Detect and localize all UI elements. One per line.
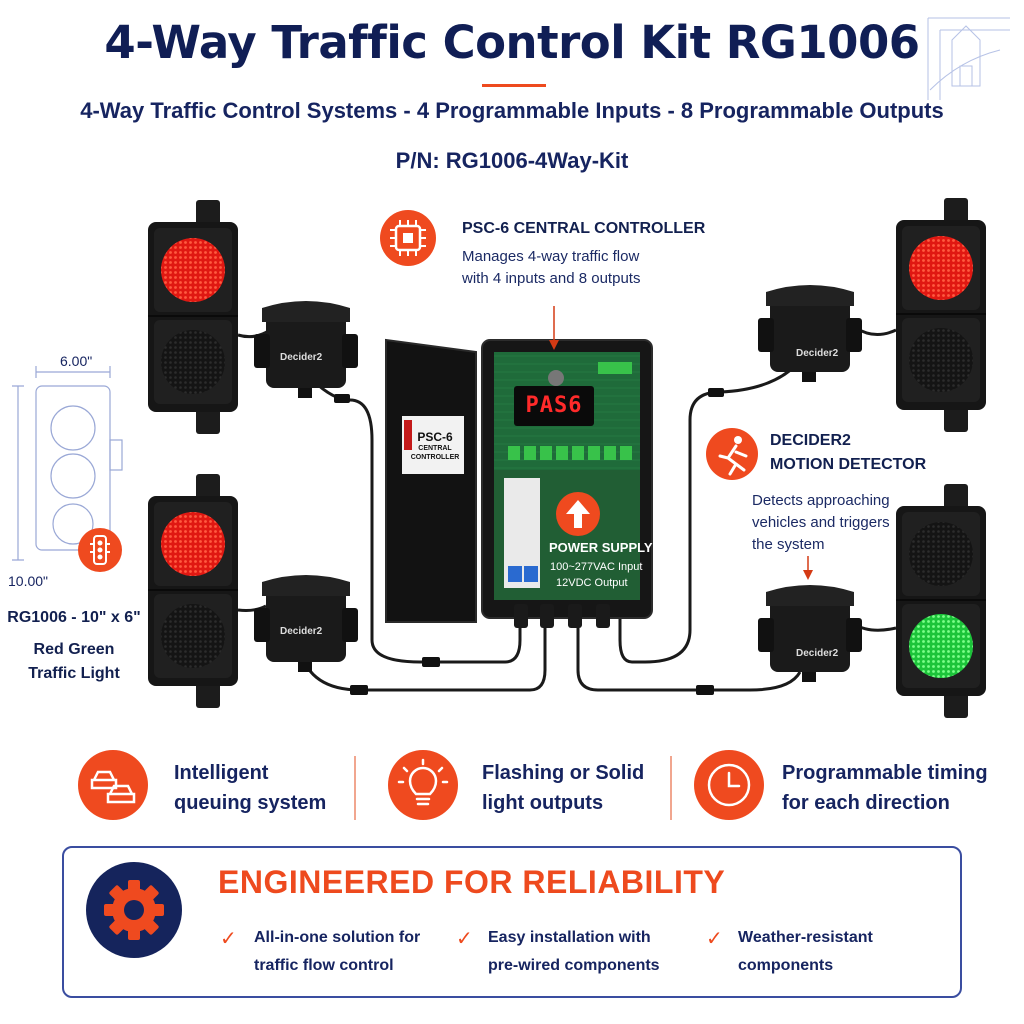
power-supply-input: 100~277VAC Input bbox=[550, 561, 643, 573]
detector-callout-line2: vehicles and triggers bbox=[752, 514, 890, 531]
dimension-width: 6.00" bbox=[60, 353, 93, 369]
reliability-item-1-line1: All-in-one solution for bbox=[254, 929, 421, 946]
detector-label-top-left: Decider2 bbox=[280, 352, 323, 363]
product-label-line3: Traffic Light bbox=[28, 665, 120, 682]
traffic-light-top-right bbox=[895, 197, 987, 433]
feature-divider bbox=[670, 756, 672, 820]
page-title: 4-Way Traffic Control Kit RG1006 bbox=[104, 16, 920, 69]
reliability-item-1-line2: traffic flow control bbox=[254, 957, 394, 974]
detector-label-top-right: Decider2 bbox=[796, 348, 839, 359]
reliability-panel bbox=[62, 846, 962, 998]
gear-icon bbox=[86, 862, 182, 958]
controller-callout-line2: with 4 inputs and 8 outputs bbox=[462, 270, 641, 287]
controller-display: PAS6 bbox=[525, 393, 583, 418]
feature-3-line2: for each direction bbox=[782, 792, 950, 814]
feature-1-line2: queuing system bbox=[174, 792, 327, 814]
checkmark-icon: ✓ bbox=[706, 928, 723, 950]
clock-icon bbox=[694, 750, 764, 820]
part-number: P/N: RG1006-4Way-Kit bbox=[395, 148, 629, 173]
lightbulb-icon bbox=[388, 750, 458, 820]
traffic-light-top-left bbox=[147, 199, 239, 435]
controller-enclosure bbox=[385, 338, 653, 628]
reliability-item-3-line2: components bbox=[738, 957, 834, 974]
feature-2-line2: light outputs bbox=[482, 792, 604, 814]
cable-connectors bbox=[334, 388, 724, 695]
feature-2-line1: Flashing or Solid bbox=[482, 762, 645, 784]
traffic-light-badge-icon bbox=[78, 528, 122, 572]
motion-detector-top-right bbox=[758, 285, 862, 382]
checkmark-icon: ✓ bbox=[456, 928, 473, 950]
feature-1-line1: Intelligent bbox=[174, 762, 269, 784]
title-underline bbox=[482, 84, 546, 87]
product-label-line2: Red Green bbox=[33, 641, 115, 658]
product-label-line1: RG1006 - 10" x 6" bbox=[7, 609, 141, 626]
reliability-item-2-line1: Easy installation with bbox=[488, 929, 651, 946]
detector-callout-line3: the system bbox=[752, 536, 825, 553]
controller-callout-title: PSC-6 CENTRAL CONTROLLER bbox=[462, 220, 706, 237]
dimension-drawing bbox=[12, 366, 123, 561]
power-supply-output: 12VDC Output bbox=[556, 577, 628, 589]
reliability-item-2-line2: pre-wired components bbox=[488, 957, 660, 974]
detector-label-bottom-right: Decider2 bbox=[796, 648, 839, 659]
feature-divider bbox=[354, 756, 356, 820]
detector-callout-title: DECIDER2 bbox=[770, 432, 851, 449]
traffic-light-bottom-right bbox=[895, 483, 987, 719]
motion-detector-top-left bbox=[254, 301, 358, 398]
motion-detector-bottom-left bbox=[254, 575, 358, 672]
cars-icon bbox=[78, 750, 148, 820]
detector-label-bottom-left: Decider2 bbox=[280, 626, 323, 637]
running-person-icon bbox=[706, 428, 758, 480]
traffic-light-bottom-left bbox=[147, 473, 239, 709]
controller-callout-line1: Manages 4-way traffic flow bbox=[462, 248, 640, 265]
detector-callout-line1: Detects approaching bbox=[752, 492, 890, 509]
detector-callout-subtitle: MOTION DETECTOR bbox=[770, 456, 927, 473]
page-subtitle: 4-Way Traffic Control Systems - 4 Progra… bbox=[80, 98, 944, 123]
controller-door-label: PSC-6 CENTRAL CONTROLLER bbox=[410, 430, 460, 461]
chip-icon bbox=[380, 210, 436, 266]
reliability-item-3-line1: Weather-resistant bbox=[738, 929, 873, 946]
checkmark-icon: ✓ bbox=[220, 928, 237, 950]
reliability-title: ENGINEERED FOR RELIABILITY bbox=[218, 864, 726, 900]
power-supply-label: POWER SUPPLY bbox=[549, 540, 653, 555]
dimension-height: 10.00" bbox=[8, 573, 49, 589]
motion-detector-bottom-right bbox=[758, 585, 862, 682]
blueprint-doodle bbox=[927, 17, 1010, 100]
feature-3-line1: Programmable timing bbox=[782, 762, 988, 784]
